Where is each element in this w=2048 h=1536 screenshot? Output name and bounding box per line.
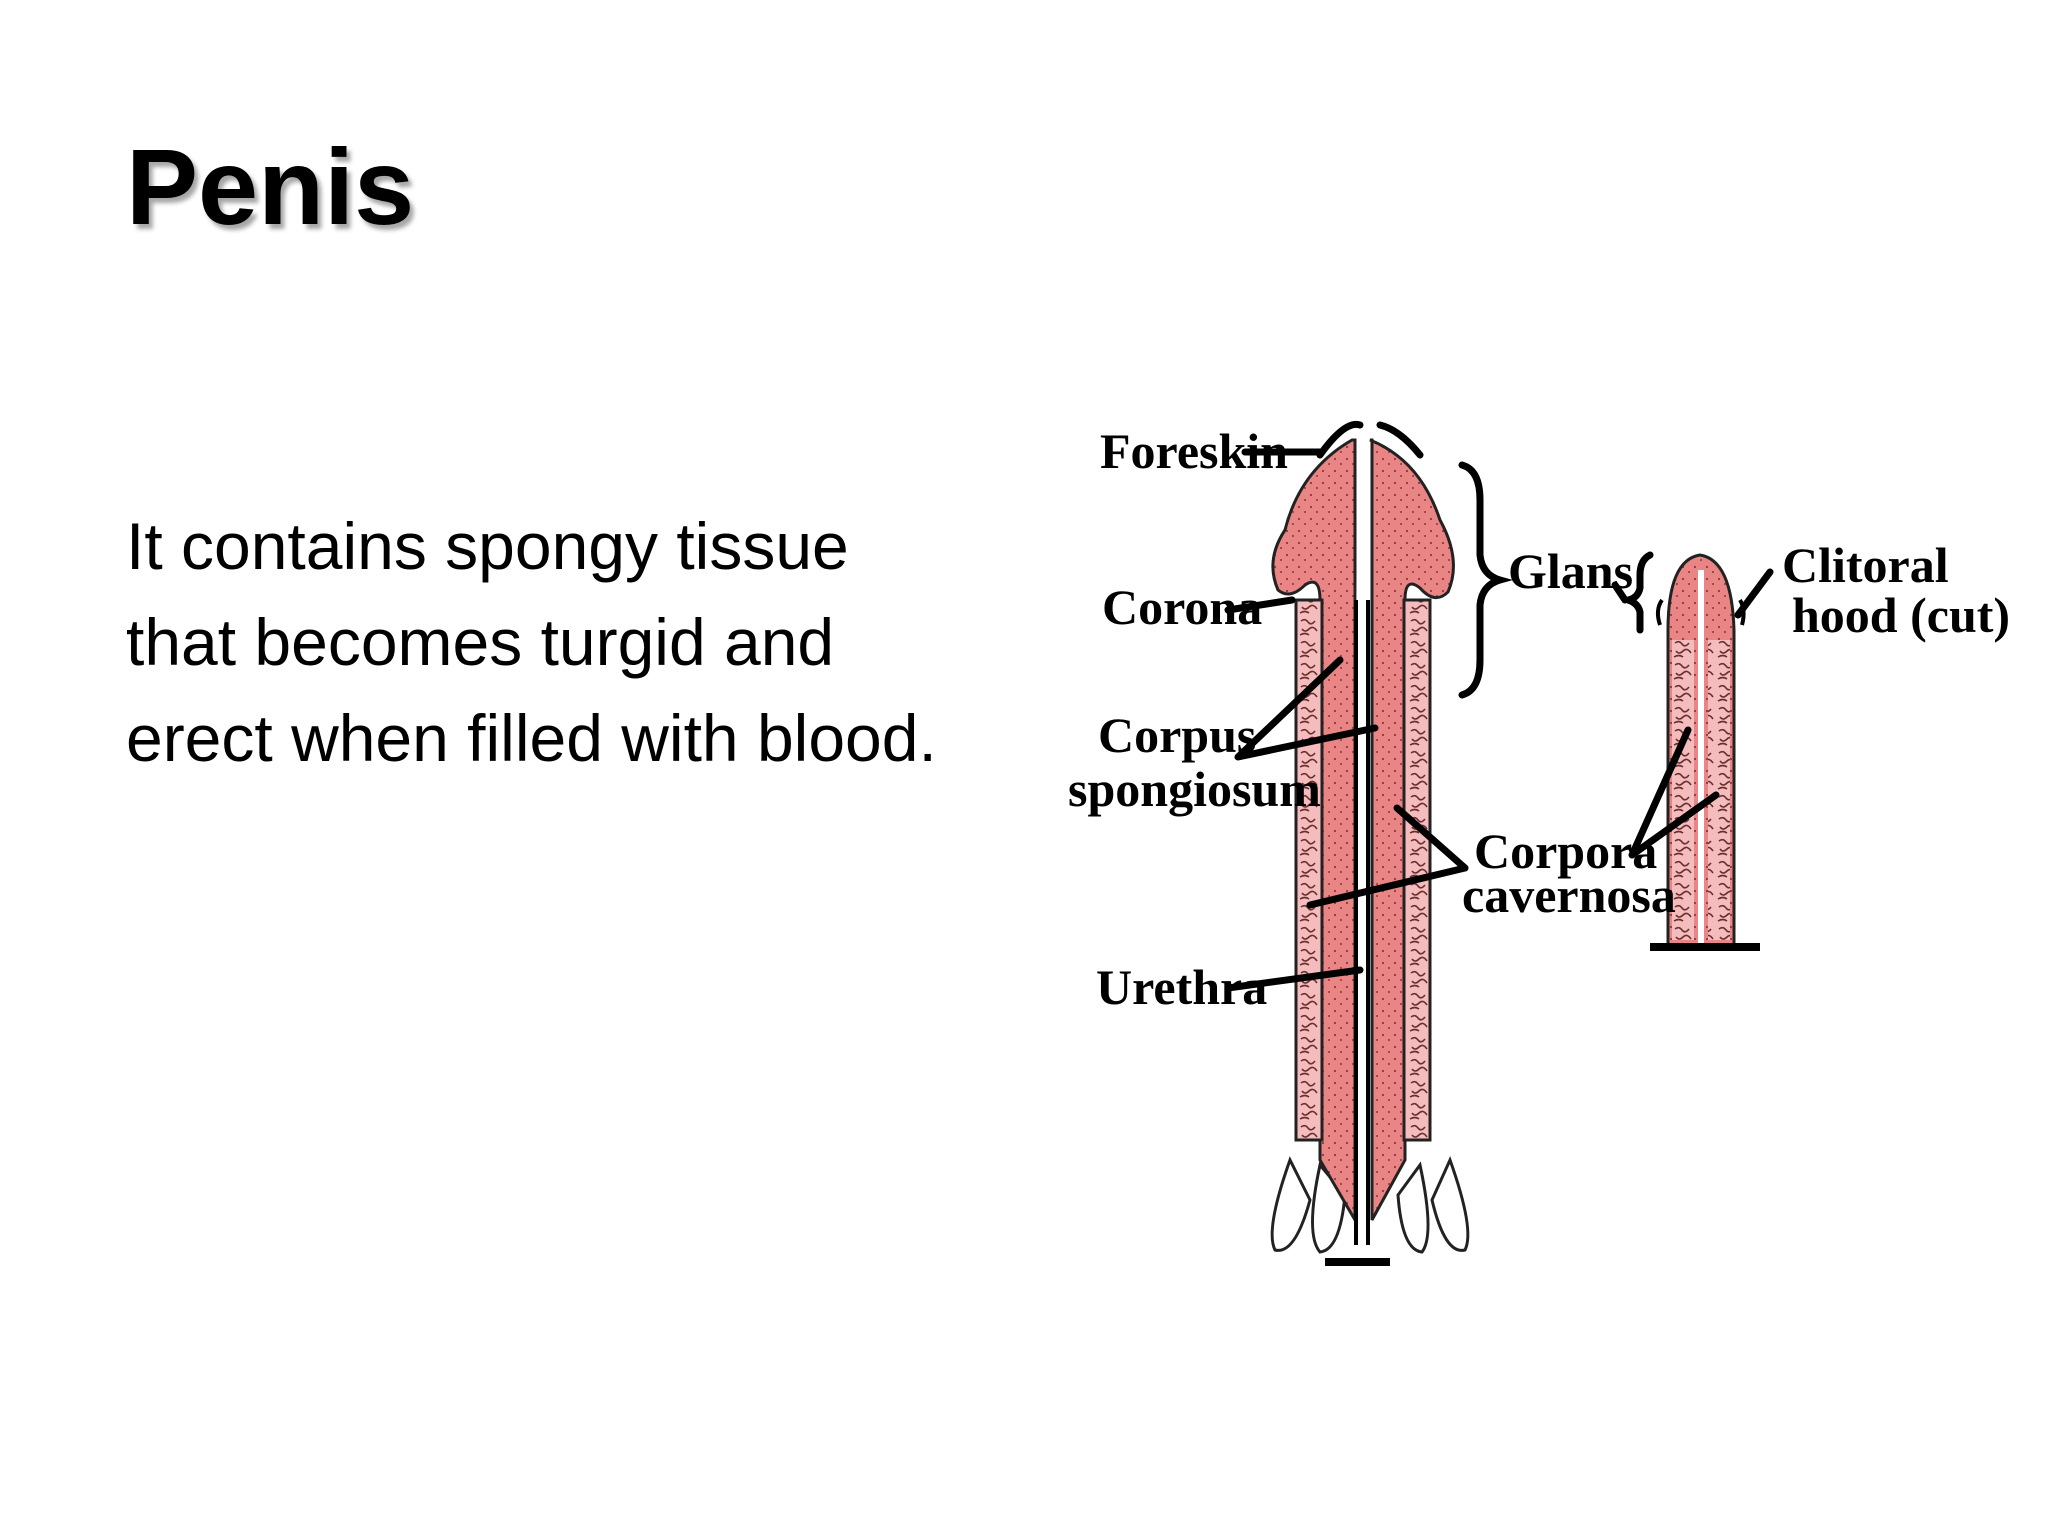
label-corpus-line1: Corpus (1098, 707, 1256, 763)
label-corpora-line2: cavernosa (1462, 867, 1676, 923)
label-clitoral-line2: hood (cut) (1792, 587, 2010, 643)
diagram-labels: Foreskin Corona Corpus spongiosum Urethr… (1068, 423, 2010, 1015)
label-clitoral-line1: Clitoral (1782, 537, 1949, 593)
penis-section (1270, 420, 1470, 1266)
label-corona: Corona (1102, 579, 1262, 635)
label-corpora-line1: Corpora (1474, 823, 1657, 879)
label-corpus-line2: spongiosum (1068, 761, 1321, 817)
slide-body-text: It contains spongy tissue that becomes t… (126, 509, 937, 775)
leader-lines (1224, 448, 1774, 992)
label-foreskin: Foreskin (1100, 423, 1288, 479)
label-urethra: Urethra (1096, 959, 1267, 1015)
slide-title: Penis (126, 126, 415, 247)
clitoris-section (1650, 553, 1760, 951)
label-glans: Glans (1508, 543, 1633, 599)
